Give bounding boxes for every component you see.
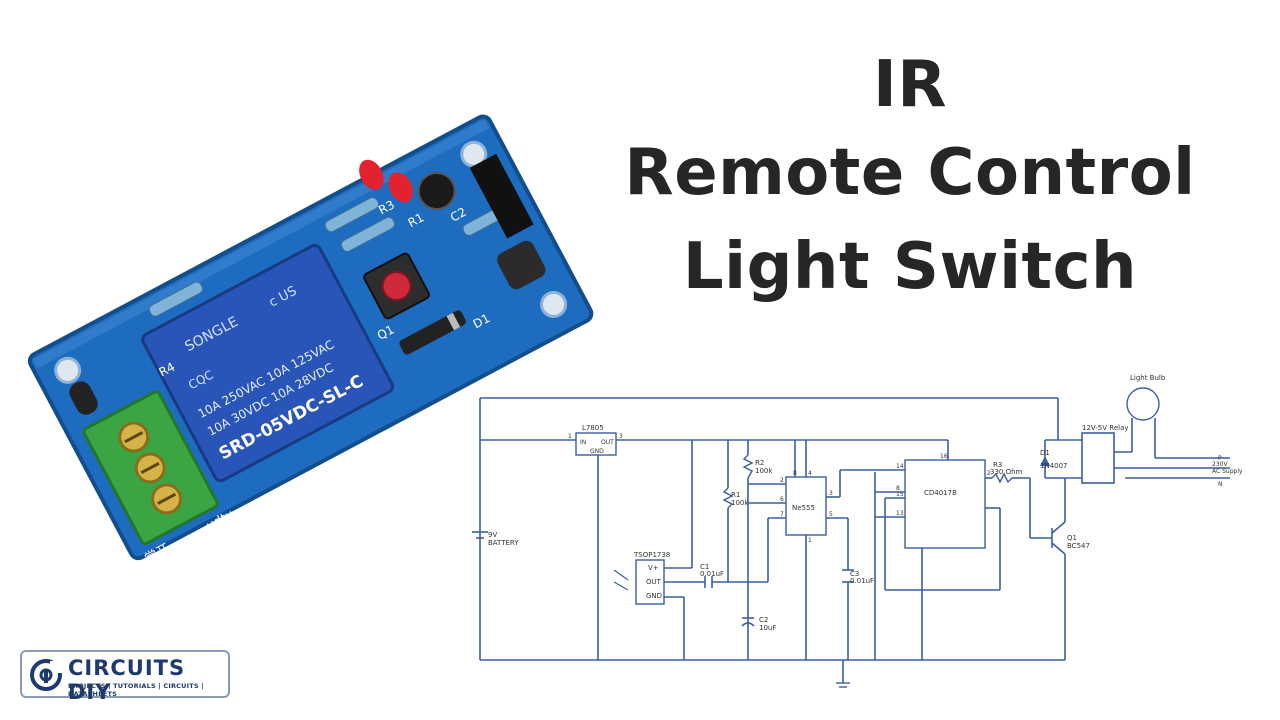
sensor-pin-label: V+: [648, 564, 659, 572]
counter-pin-label: 2: [987, 470, 991, 477]
bulb-label: Light Bulb: [1130, 374, 1166, 382]
resistor-r3: [991, 472, 1013, 484]
title-line-3: Light Switch: [682, 230, 1138, 304]
counter-cd4017b: [904, 459, 986, 549]
supply-label: 230V: [1212, 461, 1228, 468]
timer-pin-label: 8: [793, 470, 797, 477]
diode-d1: [399, 310, 466, 355]
timer-pin-label: 3: [829, 490, 833, 497]
title-line-1: IR: [872, 48, 948, 122]
counter-pin-label: 16: [940, 453, 948, 460]
title-line-2: Remote Control: [624, 136, 1196, 210]
relay-label: 12V-5V Relay: [1082, 424, 1129, 432]
battery-9v: [472, 531, 488, 539]
circuits-diy-logo: CIRCUITS DIY PROJECTS | TUTORIALS | CIRC…: [20, 650, 230, 704]
timer-pin-label: 4: [808, 470, 812, 477]
battery-label: BATTERY: [488, 539, 519, 547]
logo-tagline: PROJECTS | TUTORIALS | CIRCUITS | DATASH…: [68, 682, 204, 698]
regulator-pin-label: 1: [568, 433, 572, 440]
silk-label: D1: [471, 311, 492, 331]
sensor-pin-label: GND: [646, 592, 662, 600]
relay-block: [141, 243, 395, 483]
silk-label: C2: [448, 205, 469, 225]
counter-pin-label: 8: [896, 485, 900, 492]
c1-value: 0.01uF: [700, 570, 724, 578]
c2-value: 10uF: [759, 624, 776, 632]
capacitor-c2: [417, 172, 456, 211]
silk-label: R1: [406, 210, 427, 230]
resistor-r3: [324, 197, 379, 233]
counter-pin-label: 14: [896, 463, 904, 470]
c2-label: C2: [759, 616, 768, 624]
diode-label: D1: [1040, 449, 1050, 457]
c3-value: 0.01uF: [850, 577, 874, 585]
timer-label: Ne555: [792, 504, 815, 512]
resistor-r4: [148, 281, 204, 317]
r2-value: 100k: [755, 467, 773, 475]
sensor-pin-label: OUT: [646, 578, 662, 586]
ground-symbol: [836, 682, 850, 688]
r1-value: 100k: [731, 499, 749, 507]
circuit-schematic: 9V BATTERY L7805 IN OUT GND 1 3 TSOP1738…: [472, 374, 1243, 688]
led-red-1: [359, 159, 384, 190]
c1-label: C1: [700, 563, 709, 571]
pin-header: [469, 153, 534, 239]
regulator-pin-label: OUT: [601, 439, 614, 446]
timer-pin-label: 1: [808, 537, 812, 544]
battery-label: 9V: [488, 531, 497, 539]
transistor-value: BC547: [1067, 542, 1090, 550]
resistor-r2: [742, 454, 754, 479]
timer-pin-label: 6: [780, 496, 784, 503]
sensor-tsop1738: [635, 559, 665, 605]
ir-signal-icon: [613, 569, 629, 591]
timer-pin-label: 7: [780, 511, 784, 518]
resistor-r1: [722, 487, 734, 509]
r2-label: R2: [755, 459, 764, 467]
phase-label: P: [1218, 455, 1222, 462]
timer-pin-label: 2: [780, 477, 784, 484]
r1-label: R1: [731, 491, 740, 499]
silk-label: R3: [376, 198, 397, 218]
timer-pin-label: 5: [829, 511, 833, 518]
sensor-label: TSOP1738: [633, 551, 670, 559]
neutral-label: N: [1218, 481, 1223, 488]
diode-value: 1N4007: [1040, 462, 1068, 470]
r3-label: R3: [993, 461, 1002, 469]
diode-d1: [1040, 456, 1050, 466]
resistor-r1: [340, 216, 396, 253]
counter-pin-label: 15: [896, 491, 904, 498]
ir-receiver: [497, 240, 546, 290]
regulator-label: L7805: [582, 424, 604, 432]
mounting-hole: [54, 356, 82, 384]
c3-label: C3: [850, 570, 859, 578]
r3-value: 330 Ohm: [990, 468, 1023, 476]
counter-label: CD4017B: [924, 489, 957, 497]
logo-name: CIRCUITS DIY: [68, 656, 186, 704]
cd-logo-icon: [30, 659, 62, 691]
silk-label: R4: [157, 360, 178, 380]
supply-label: AC Supply: [1212, 468, 1243, 475]
transistor-q1: [69, 381, 98, 415]
regulator-pin-label: GND: [590, 448, 604, 455]
regulator-pin-label: IN: [580, 439, 586, 446]
led-red-2: [388, 172, 414, 203]
regulator-l7805: [575, 432, 617, 456]
timer-ne555: [785, 476, 827, 536]
relay-module-photo: SONGLE c US CQC 10A 250VAC 10A 125VAC 10…: [27, 114, 594, 567]
transistor-label: Q1: [1067, 534, 1077, 542]
light-bulb: [1126, 387, 1160, 421]
mounting-hole: [540, 290, 568, 318]
regulator-pin-label: 3: [619, 433, 623, 440]
counter-pin-label: 13: [896, 510, 904, 517]
